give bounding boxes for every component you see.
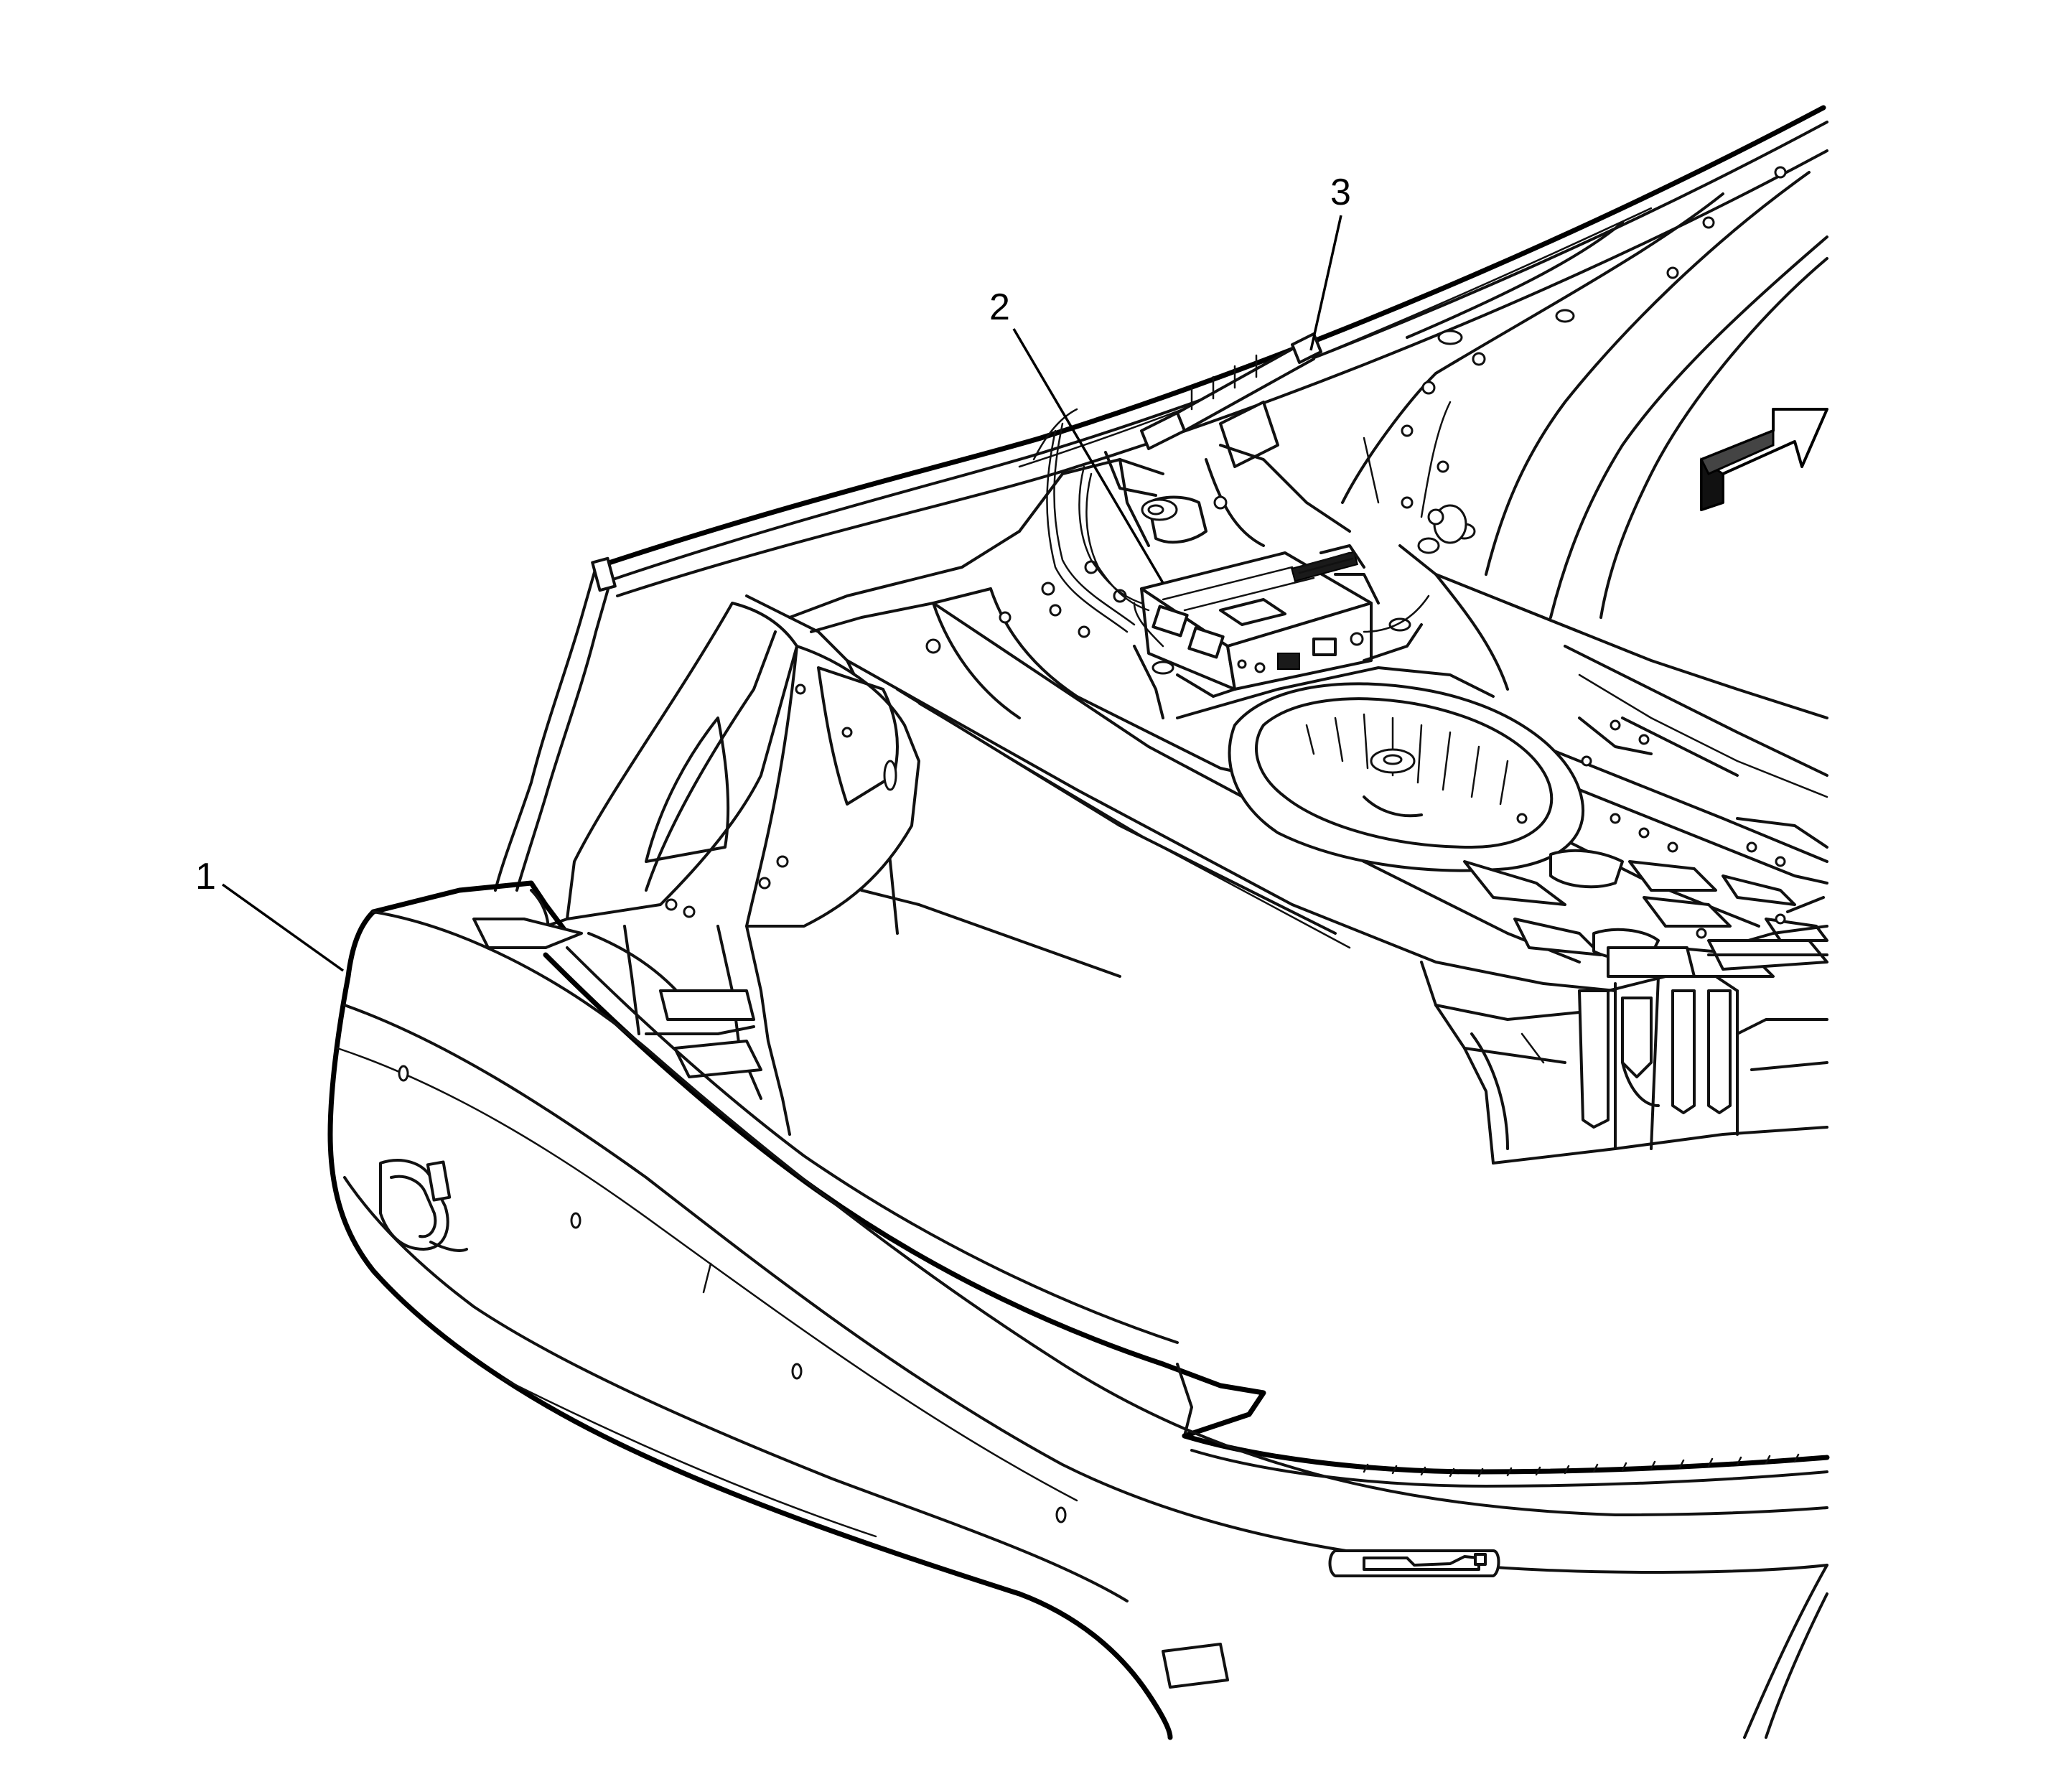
callout-1-label: 1 bbox=[195, 856, 216, 897]
callout-3-label: 3 bbox=[1330, 172, 1351, 213]
callout-2-label: 2 bbox=[989, 286, 1010, 328]
callout-1: 1 bbox=[195, 856, 345, 972]
spare-tire-well bbox=[1228, 682, 1584, 872]
module-component bbox=[1078, 465, 1430, 698]
front-direction-arrow-icon bbox=[1699, 408, 1828, 512]
body-structure bbox=[523, 408, 1828, 1165]
rear-bumper-fascia bbox=[327, 880, 1830, 1740]
callout-2: 2 bbox=[989, 286, 1164, 584]
callout-3: 3 bbox=[1309, 172, 1351, 351]
